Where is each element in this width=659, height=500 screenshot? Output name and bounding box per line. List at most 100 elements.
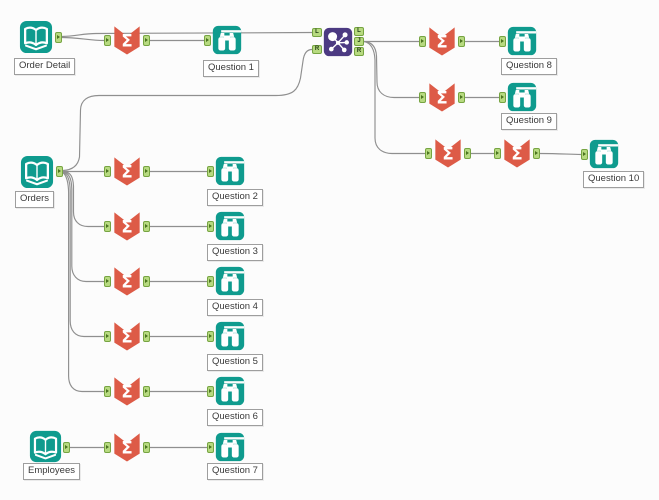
wire-order-detail-to-summarize1[interactable]: [61, 36, 105, 42]
input-anchor-summarize-3[interactable]: [104, 221, 111, 232]
tool-summarize-8[interactable]: [427, 26, 457, 56]
input-anchor-summarize-8[interactable]: [419, 36, 426, 47]
tool-summarize-10b[interactable]: [502, 138, 532, 168]
tool-input-order-detail[interactable]: [19, 20, 53, 54]
input-anchor-summarize-10b[interactable]: [494, 148, 501, 159]
wire-summarize10b-to-question10[interactable]: [539, 152, 582, 156]
output-anchor-summarize-9[interactable]: [458, 92, 465, 103]
browse-icon: [215, 376, 245, 406]
input-anchor-question-10[interactable]: [581, 149, 588, 160]
input-anchor-summarize-2[interactable]: [104, 166, 111, 177]
tool-browse-question-6[interactable]: [215, 376, 245, 406]
input-anchor-question-1[interactable]: [204, 35, 211, 46]
output-anchor-summarize-7[interactable]: [143, 442, 150, 453]
annotation-question-8[interactable]: Question 8: [501, 58, 557, 75]
annotation-question-2[interactable]: Question 2: [207, 189, 263, 206]
annotation-question-4[interactable]: Question 4: [207, 299, 263, 316]
input-anchor-question-3[interactable]: [207, 221, 214, 232]
annotation-question-7[interactable]: Question 7: [207, 463, 263, 480]
input-anchor-summarize-10a[interactable]: [425, 148, 432, 159]
tool-input-orders[interactable]: [20, 155, 54, 189]
input-anchor-question-4[interactable]: [207, 276, 214, 287]
input-anchor-question-5[interactable]: [207, 331, 214, 342]
input-anchor-summarize-9[interactable]: [419, 92, 426, 103]
wire-join-j-to-summarize9[interactable]: [363, 40, 420, 99]
tool-browse-question-4[interactable]: [215, 266, 245, 296]
summarize-icon: [427, 82, 457, 112]
tool-input-employees[interactable]: [29, 430, 62, 463]
browse-icon: [507, 26, 537, 56]
join-output-anchor-j[interactable]: J: [354, 37, 364, 46]
annotation-question-1[interactable]: Question 1: [203, 60, 259, 77]
tool-browse-question-7[interactable]: [215, 432, 245, 462]
browse-icon: [215, 211, 245, 241]
annotation-employees[interactable]: Employees: [23, 463, 80, 480]
output-anchor-summarize-5[interactable]: [143, 331, 150, 342]
annotation-orders[interactable]: Orders: [15, 191, 55, 208]
tool-summarize-4[interactable]: [112, 266, 142, 296]
tool-summarize-1[interactable]: [112, 25, 142, 55]
output-anchor-summarize-10b[interactable]: [533, 148, 540, 159]
input-anchor-summarize-1[interactable]: [104, 35, 111, 46]
join-input-anchor-l[interactable]: L: [312, 28, 322, 37]
tool-browse-question-5[interactable]: [215, 321, 245, 351]
input-anchor-summarize-5[interactable]: [104, 331, 111, 342]
output-anchor-order-detail[interactable]: [55, 32, 62, 43]
input-anchor-summarize-4[interactable]: [104, 276, 111, 287]
wire-orders-to-summarize4[interactable]: [62, 171, 105, 283]
output-anchor-summarize-2[interactable]: [143, 166, 150, 177]
tool-browse-question-3[interactable]: [215, 211, 245, 241]
output-anchor-summarize-10a[interactable]: [464, 148, 471, 159]
input-anchor-question-9[interactable]: [499, 92, 506, 103]
browse-icon: [507, 82, 537, 112]
tool-join[interactable]: [323, 27, 353, 57]
input-anchor-question-6[interactable]: [207, 386, 214, 397]
output-anchor-orders[interactable]: [56, 166, 63, 177]
tool-summarize-6[interactable]: [112, 376, 142, 406]
wire-orders-to-summarize5[interactable]: [62, 171, 105, 338]
input-anchor-summarize-6[interactable]: [104, 386, 111, 397]
wire-join-j-to-summarize10a[interactable]: [363, 40, 426, 155]
output-anchor-summarize-3[interactable]: [143, 221, 150, 232]
output-anchor-summarize-8[interactable]: [458, 36, 465, 47]
tool-summarize-7[interactable]: [112, 432, 142, 462]
summarize-icon: [427, 26, 457, 56]
output-anchor-employees[interactable]: [63, 442, 70, 453]
output-anchor-summarize-1[interactable]: [143, 35, 150, 46]
tool-browse-question-9[interactable]: [507, 82, 537, 112]
browse-icon: [215, 156, 245, 186]
input-data-icon: [20, 155, 54, 189]
input-anchor-question-2[interactable]: [207, 166, 214, 177]
input-anchor-question-8[interactable]: [499, 36, 506, 47]
annotation-order-detail[interactable]: Order Detail: [14, 58, 76, 75]
summarize-icon: [502, 138, 532, 168]
tool-summarize-10a[interactable]: [433, 138, 463, 168]
wire-orders-to-join-r[interactable]: [62, 48, 313, 172]
tool-browse-question-1[interactable]: [212, 25, 242, 55]
wire-order-detail-to-join-l[interactable]: [61, 31, 313, 38]
annotation-question-10[interactable]: Question 10: [583, 171, 645, 188]
input-anchor-question-7[interactable]: [207, 442, 214, 453]
annotation-question-3[interactable]: Question 3: [207, 244, 263, 261]
join-output-anchor-r[interactable]: R: [354, 47, 364, 56]
annotation-question-6[interactable]: Question 6: [207, 409, 263, 426]
wire-orders-to-summarize3[interactable]: [62, 170, 105, 228]
wire-orders-to-summarize6[interactable]: [62, 172, 105, 393]
browse-icon: [212, 25, 242, 55]
annotation-question-9[interactable]: Question 9: [501, 113, 557, 130]
output-anchor-summarize-4[interactable]: [143, 276, 150, 287]
tool-browse-question-2[interactable]: [215, 156, 245, 186]
tool-summarize-3[interactable]: [112, 211, 142, 241]
tool-browse-question-10[interactable]: [589, 139, 619, 169]
tool-summarize-9[interactable]: [427, 82, 457, 112]
tool-summarize-2[interactable]: [112, 156, 142, 186]
tool-browse-question-8[interactable]: [507, 26, 537, 56]
input-anchor-summarize-7[interactable]: [104, 442, 111, 453]
join-input-anchor-r[interactable]: R: [312, 45, 322, 54]
summarize-icon: [112, 211, 142, 241]
join-output-anchor-l[interactable]: L: [354, 27, 364, 36]
output-anchor-summarize-6[interactable]: [143, 386, 150, 397]
annotation-question-5[interactable]: Question 5: [207, 354, 263, 371]
tool-summarize-5[interactable]: [112, 321, 142, 351]
